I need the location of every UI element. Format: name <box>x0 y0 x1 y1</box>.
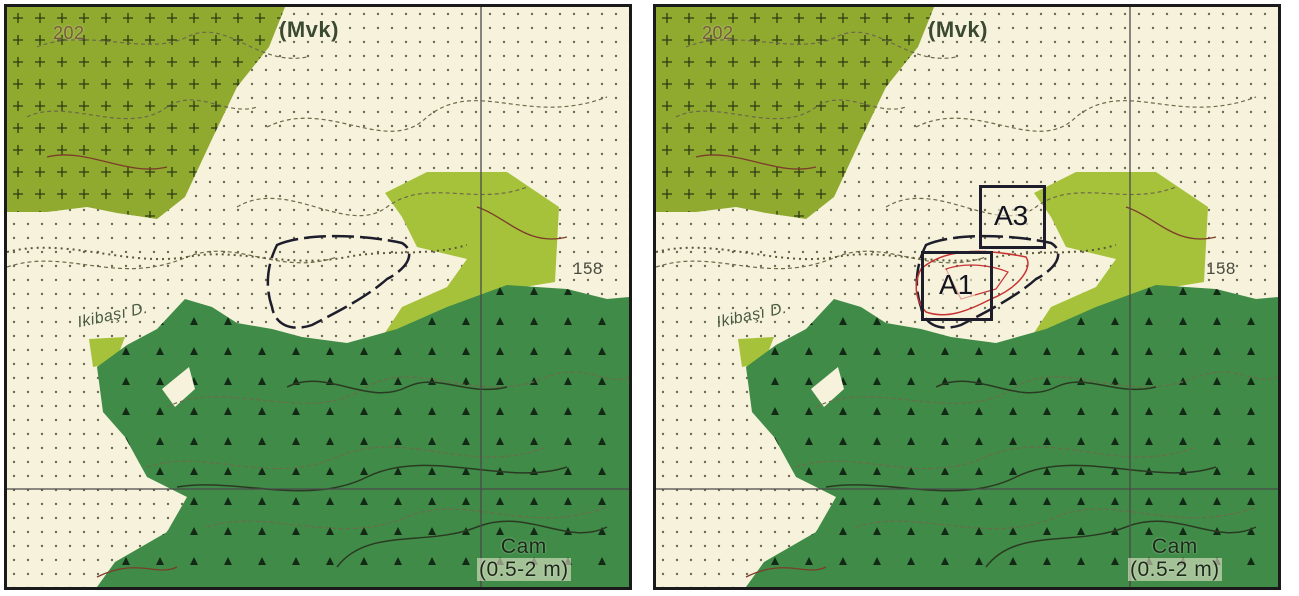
cam-unit-range: (0.5-2 m) <box>1128 558 1222 581</box>
streams <box>695 154 1217 578</box>
cam-unit-name: Cam <box>500 535 547 558</box>
cam-unit-range: (0.5-2 m) <box>477 558 571 581</box>
elevation-label: 158 <box>1206 259 1236 278</box>
light-green-zone <box>1026 172 1208 345</box>
solid-contours <box>825 380 1257 568</box>
elevation-label: 158 <box>573 259 603 278</box>
geologic-map-right <box>656 7 1278 587</box>
unit-label-top: (Mvk) <box>928 17 988 42</box>
cam-unit-label: Cam (0.5-2 m) <box>1128 535 1222 581</box>
area-box-a1 <box>921 251 993 321</box>
number-label-top: 202 <box>702 23 734 43</box>
cam-unit-label: Cam (0.5-2 m) <box>477 535 571 581</box>
light-green-zone <box>377 172 559 345</box>
geologic-map-left <box>7 7 629 587</box>
area-label-a1: A1 <box>937 269 976 300</box>
map-panel-right: (Mvk) 202 158 Ikibaşı D. A3 A1 Cam (0.5-… <box>653 4 1281 590</box>
road <box>656 244 1117 262</box>
number-label-top: 202 <box>53 23 85 43</box>
map-panel-left: (Mvk) 202 158 Ikibaşı D. Cam (0.5-2 m) <box>4 4 632 590</box>
streams <box>46 154 568 578</box>
study-boundary <box>266 234 411 329</box>
grid-lines <box>656 7 1278 587</box>
contour-lines <box>656 31 1278 530</box>
cam-unit-name: Cam <box>1151 535 1198 558</box>
grid-lines <box>7 7 629 587</box>
unit-label-top: (Mvk) <box>279 17 339 42</box>
road <box>7 244 468 262</box>
area-box-a3 <box>979 185 1046 249</box>
solid-contours <box>176 380 608 568</box>
area-label-a3: A3 <box>992 200 1031 231</box>
